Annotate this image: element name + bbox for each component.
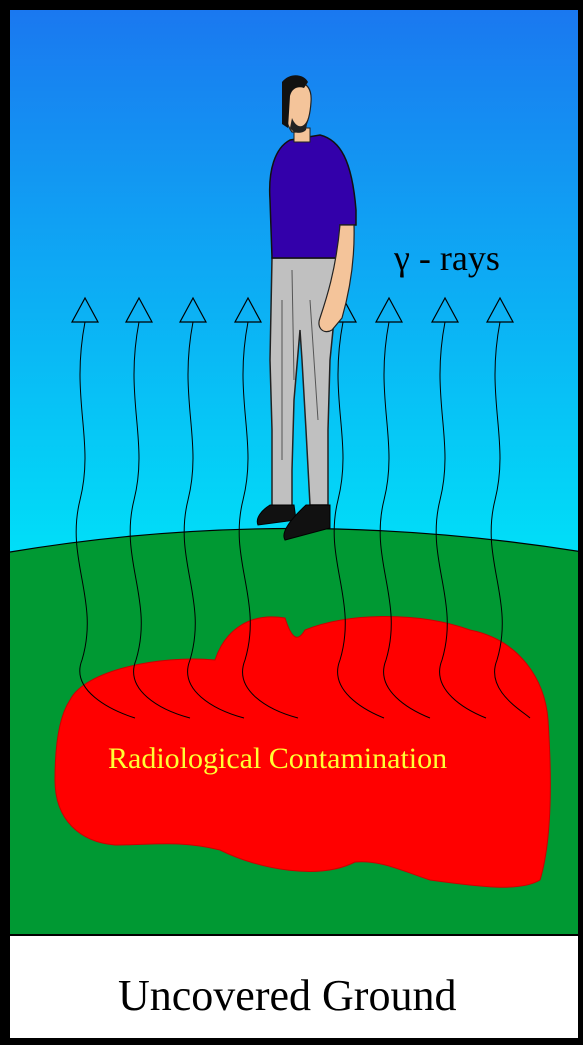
caption: Uncovered Ground	[118, 971, 456, 1020]
gamma-rays-label: γ - rays	[393, 238, 500, 278]
contamination-label: Radiological Contamination	[108, 742, 447, 775]
